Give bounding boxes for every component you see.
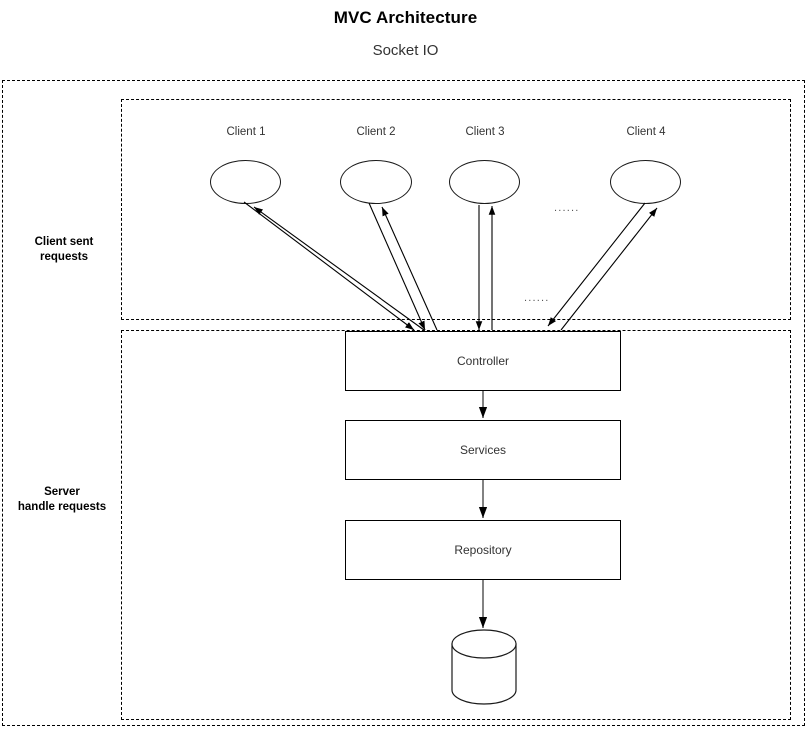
client-1-node[interactable] xyxy=(210,160,281,204)
server-zone-boundary xyxy=(121,330,791,720)
server-zone-label: Server handle requests xyxy=(17,486,107,513)
client-zone-label: Client sent requests xyxy=(34,236,94,263)
clients-ellipsis-lower-icon: ...... xyxy=(524,292,550,304)
clients-ellipsis-upper-icon: ...... xyxy=(554,202,580,214)
page-title: MVC Architecture xyxy=(333,8,478,27)
controller-label: Controller xyxy=(456,354,510,368)
page-subtitle: Socket IO xyxy=(372,42,439,59)
client-4-node[interactable] xyxy=(610,160,681,204)
services-box[interactable]: Services xyxy=(345,420,621,480)
client-2-label: Client 2 xyxy=(356,126,396,138)
controller-box[interactable]: Controller xyxy=(345,331,621,391)
client-3-node[interactable] xyxy=(449,160,520,204)
client-zone-boundary xyxy=(121,99,791,320)
services-label: Services xyxy=(459,443,506,457)
repository-box[interactable]: Repository xyxy=(345,520,621,580)
client-1-label: Client 1 xyxy=(226,126,266,138)
client-3-label: Client 3 xyxy=(465,126,505,138)
client-2-node[interactable] xyxy=(340,160,412,204)
client-4-label: Client 4 xyxy=(626,126,666,138)
repository-label: Repository xyxy=(454,543,512,557)
outer-system-boundary xyxy=(2,80,805,726)
